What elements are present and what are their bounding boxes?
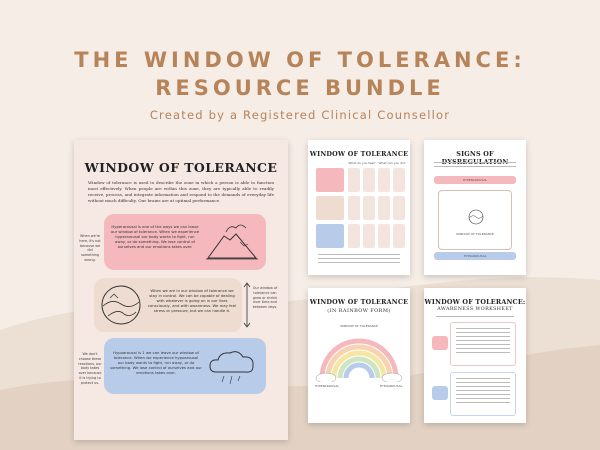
volcano-icon — [206, 224, 258, 260]
sheet5-hyper-box — [450, 322, 516, 366]
grid-cell — [393, 196, 405, 220]
zone-hyper-text: Hyperarousal is one of the ways we can l… — [110, 224, 200, 249]
sheet3-bar-hyper-label: HYPERAROUSAL — [462, 178, 488, 182]
sheet4-left-label: HYPERAROUSAL — [314, 384, 340, 388]
cloud-icon — [209, 351, 254, 385]
grid-cell — [363, 224, 375, 248]
sheet4-right-label: HYPOAROUSAL — [379, 384, 403, 388]
zone-hyperarousal: Hyperarousal is one of the ways we can l… — [104, 214, 266, 270]
sheet2-title: WINDOW OF TOLERANCE — [309, 150, 409, 158]
sheet4-title: WINDOW OF TOLERANCE — [309, 298, 409, 306]
sheet2-col1: What do you feel? — [348, 161, 376, 165]
sheet3-intro-lines — [434, 162, 516, 170]
sheet5-intro-lines — [436, 316, 514, 320]
grid-cell — [348, 196, 360, 220]
sheet3-bar-hyper: HYPERAROUSAL — [434, 176, 516, 184]
grid-cell — [378, 196, 390, 220]
main-sheet-title: WINDOW OF TOLERANCE — [84, 160, 278, 175]
sheet4-arc-label: WINDOW OF TOLERANCE — [340, 324, 378, 328]
sheet2-icon-cell-hyper — [316, 168, 344, 192]
grid-cell — [378, 168, 390, 192]
page-subtitle: Created by a Registered Clinical Counsel… — [149, 108, 451, 122]
sheet4-subtitle: (IN RAINBOW FORM) — [327, 308, 391, 314]
page-title-line1: THE WINDOW OF TOLERANCE: — [74, 48, 526, 72]
river-landscape-icon — [101, 285, 141, 325]
note-left-bottom: We don't choose these reactions, our bod… — [78, 352, 102, 385]
zone-hypoarousal: Hypoarousal is 1 we can leave our window… — [104, 338, 266, 394]
grid-cell — [378, 224, 390, 248]
sheet3-window-box — [438, 190, 512, 250]
sheet5-hypo-box — [450, 372, 516, 416]
sheet2-icon-cell-hypo — [316, 224, 344, 248]
note-left-top: When we're here, it's not because we did… — [79, 234, 101, 262]
grid-cell — [363, 196, 375, 220]
worksheet-preview-awareness[interactable]: WINDOW OF TOLERANCE: AWARENESS WORKSHEET — [424, 288, 526, 423]
worksheet-preview-feelings[interactable]: WINDOW OF TOLERANCE What do you feel? Wh… — [308, 140, 410, 275]
sheet5-title: WINDOW OF TOLERANCE: — [424, 298, 526, 306]
sheet5-hyper-lines — [451, 323, 515, 361]
grid-cell — [363, 168, 375, 192]
zone-window: When we are in our window of tolerance w… — [94, 278, 242, 332]
rainbow-icon — [315, 338, 403, 382]
main-worksheet-preview[interactable]: WINDOW OF TOLERANCE Window of tolerance … — [74, 140, 288, 440]
double-arrow-icon — [243, 282, 251, 328]
worksheet-preview-rainbow[interactable]: WINDOW OF TOLERANCE (IN RAINBOW FORM) WI… — [308, 288, 410, 423]
sheet3-bar-hypo-label: HYPOAROUSAL — [463, 254, 487, 258]
worksheet-preview-dysregulation[interactable]: SIGNS OF DYSREGULATION HYPERAROUSAL WIND… — [424, 140, 526, 275]
sheet2-col2: What can you do? — [378, 161, 406, 165]
grid-cell — [393, 224, 405, 248]
sheet3-bar-hypo: HYPOAROUSAL — [434, 252, 516, 260]
main-sheet-intro: Window of tolerance is used to describe … — [88, 180, 274, 203]
sheet5-hyper-icon — [432, 336, 448, 350]
sheet5-hypo-lines — [451, 373, 515, 411]
river-landscape-icon — [468, 209, 484, 225]
grid-cell — [348, 224, 360, 248]
sheet5-subtitle: AWARENESS WORKSHEET — [437, 307, 513, 312]
zone-hypo-text: Hypoarousal is 1 we can leave our window… — [110, 350, 202, 375]
grid-cell — [348, 168, 360, 192]
note-right-mid: Our window of tolerance can grow or shri… — [252, 286, 278, 310]
sheet3-window-label: WINDOW OF TOLERANCE — [456, 232, 494, 236]
grid-cell — [393, 168, 405, 192]
sheet2-icon-cell-window — [316, 196, 344, 220]
page-title-line2: RESOURCE BUNDLE — [155, 76, 445, 100]
sheet2-footer-lines — [318, 254, 400, 266]
sheet5-hypo-icon — [432, 386, 448, 400]
zone-window-text: When we are in our window of tolerance w… — [147, 288, 237, 313]
